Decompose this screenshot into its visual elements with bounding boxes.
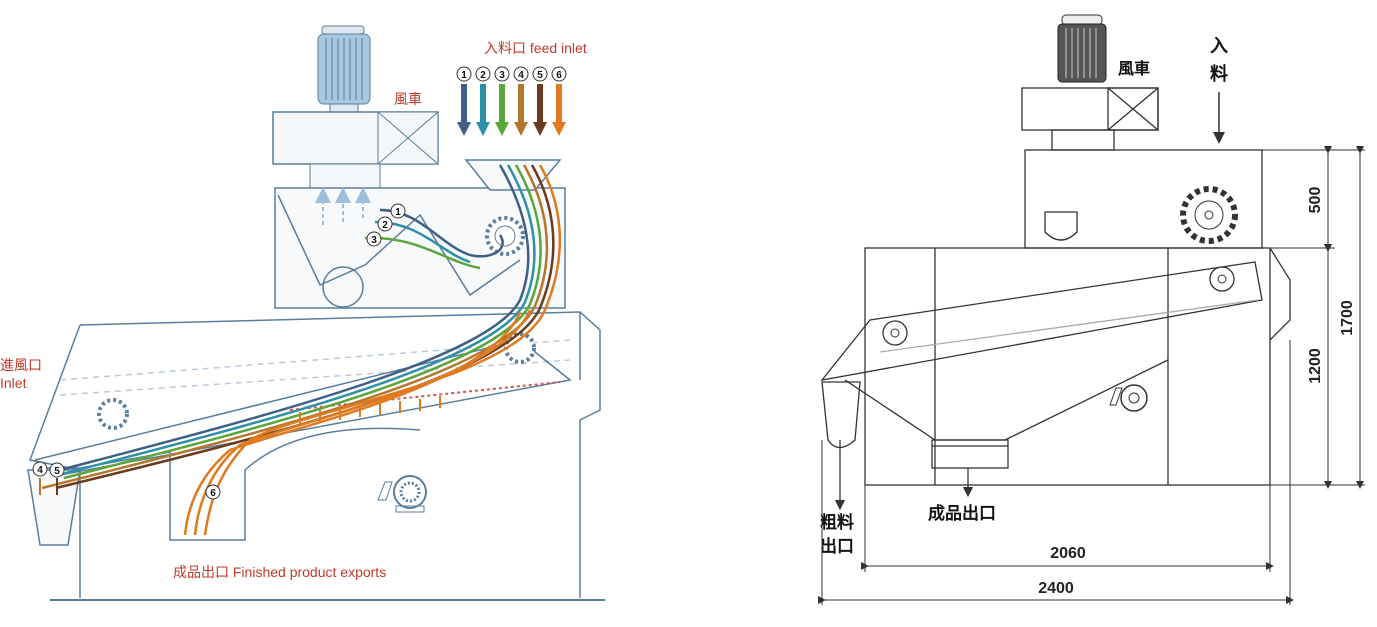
feed-arrow-number: 2 xyxy=(480,70,486,81)
right-product-outlet-label: 成品出口 xyxy=(928,503,996,523)
left-marker-2: 2 xyxy=(377,216,393,232)
left-material-streams xyxy=(41,164,561,536)
right-coarse-outlet-line2: 出口 xyxy=(820,536,854,556)
right-horizontal-dimensions xyxy=(818,340,1294,605)
svg-text:1: 1 xyxy=(395,207,401,218)
feed-arrow-number: 5 xyxy=(537,70,543,81)
svg-text:4: 4 xyxy=(37,465,43,476)
feed-arrow-5: 5 xyxy=(532,66,548,136)
left-marker-6: 6 xyxy=(205,484,221,500)
left-fan-label: 風車 xyxy=(394,91,422,107)
feed-arrow-6: 6 xyxy=(551,66,567,136)
left-air-inlet-label-en: Inlet xyxy=(0,375,27,391)
right-dim-inner-width: 2060 xyxy=(1050,545,1086,562)
left-marker-3: 3 xyxy=(366,231,382,247)
left-deck-gear-left-icon xyxy=(97,398,129,430)
right-vertical-dimensions xyxy=(1262,146,1365,489)
left-air-inlet-label-cn: 進風口 xyxy=(0,357,42,373)
left-upper-gear-icon xyxy=(485,216,525,256)
right-dim-lower-height: 1200 xyxy=(1307,348,1324,384)
right-lower-box xyxy=(820,247,1291,486)
right-dim-top-height: 500 xyxy=(1307,187,1324,214)
svg-text:2: 2 xyxy=(382,220,388,231)
feed-arrow-number: 6 xyxy=(556,70,562,81)
left-screen-drop-arrows xyxy=(299,396,441,424)
right-feed-label-line2: 料 xyxy=(1210,63,1228,84)
right-feed-label-line1: 入 xyxy=(1210,36,1228,56)
right-dim-total-width: 2400 xyxy=(1038,580,1074,597)
right-upper-gear-icon xyxy=(1180,186,1238,244)
left-inclined-deck xyxy=(34,339,572,476)
right-coarse-outlet-line1: 粗料 xyxy=(820,512,854,532)
left-diagram: 風車 xyxy=(0,25,605,601)
right-deck-pulley-right-icon xyxy=(1209,266,1235,292)
feed-arrow-4: 4 xyxy=(513,66,529,136)
right-deck-pulley-left-icon xyxy=(882,320,908,346)
right-fan-motor xyxy=(1057,14,1107,83)
svg-text:6: 6 xyxy=(210,488,216,499)
left-marker-4: 4 xyxy=(32,461,48,477)
left-finished-exports-label: 成品出口 Finished product exports xyxy=(173,564,386,580)
left-motor-icon xyxy=(377,475,427,513)
feed-arrow-3: 3 xyxy=(494,66,510,136)
right-fan-label: 風車 xyxy=(1118,59,1150,78)
right-motor-icon xyxy=(1109,384,1148,412)
left-marker-5: 5 xyxy=(49,462,65,478)
svg-text:3: 3 xyxy=(371,235,377,246)
feed-arrow-number: 3 xyxy=(499,70,505,81)
feed-arrow-number: 4 xyxy=(518,70,524,81)
left-feed-arrows: 1 2 3 4 5 6 xyxy=(456,66,567,136)
left-air-arrows xyxy=(315,187,371,225)
feed-arrow-2: 2 xyxy=(475,66,491,136)
left-marker-1: 1 xyxy=(390,203,406,219)
feed-arrow-number: 1 xyxy=(461,70,467,81)
left-feed-inlet-label: 入料口 feed inlet xyxy=(484,40,587,56)
feed-arrow-1: 1 xyxy=(456,66,472,136)
svg-text:5: 5 xyxy=(54,466,60,477)
right-fan-housing xyxy=(1021,87,1159,151)
left-fan-motor xyxy=(317,25,371,113)
left-coarse-arrows xyxy=(39,478,58,495)
right-dim-total-height: 1700 xyxy=(1339,300,1356,336)
right-diagram: 風車 入 料 xyxy=(818,14,1365,605)
left-fan-housing xyxy=(272,111,439,189)
